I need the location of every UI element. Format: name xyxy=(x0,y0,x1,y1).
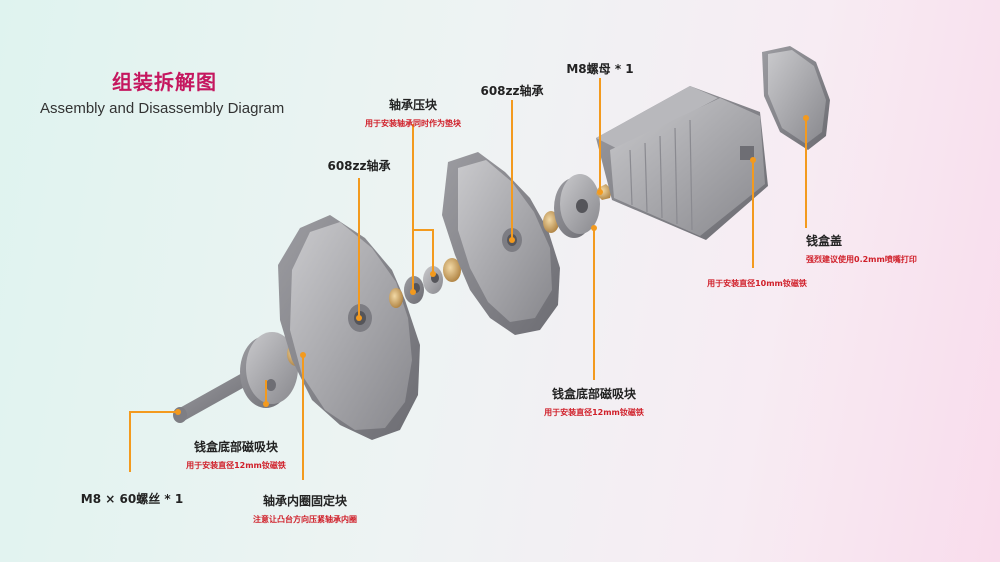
label-base-magnet-left-main: 钱盒底部磁吸块 xyxy=(193,440,278,454)
label-bearing-press-note: 用于安装轴承同时作为垫块 xyxy=(365,119,461,128)
label-nut: M8螺母 * 1 xyxy=(566,60,633,77)
label-bearing-left: 608zz轴承 xyxy=(327,157,390,174)
label-screw-main: M8 × 60螺丝 * 1 xyxy=(80,492,184,506)
label-screw: M8 × 60螺丝 * 1 xyxy=(81,490,183,507)
left-gear-wheel xyxy=(278,215,420,440)
money-box-lid xyxy=(762,46,830,150)
label-inner-ring-main: 轴承内圈固定块 xyxy=(262,494,347,508)
label-lid-magnet-note: 用于安装直径10mm钕磁铁 xyxy=(707,279,807,288)
label-base-magnet-left: 钱盒底部磁吸块 用于安装直径12mm钕磁铁 xyxy=(186,438,286,471)
diagram-subtitle: Assembly and Disassembly Diagram xyxy=(40,100,285,117)
label-base-magnet-left-note: 用于安装直径12mm钕磁铁 xyxy=(186,461,286,470)
label-base-magnet-right-main: 钱盒底部磁吸块 xyxy=(551,387,636,401)
base-magnet-right-part xyxy=(554,174,600,238)
label-bearing-right: 608zz轴承 xyxy=(480,82,543,99)
diagram-title: 组装拆解图 xyxy=(112,70,217,94)
label-base-magnet-right: 钱盒底部磁吸块 用于安装直径12mm钕磁铁 xyxy=(544,385,644,418)
base-magnet-left-part xyxy=(240,332,298,408)
leader-dots xyxy=(175,115,809,415)
bearing-press-part xyxy=(389,258,461,308)
label-lid-magnet: 用于安装直径10mm钕磁铁 xyxy=(707,273,807,289)
label-bearing-press-main: 轴承压块 xyxy=(388,98,437,112)
label-lid: 钱盒盖 强烈建议使用0.2mm喷嘴打印 xyxy=(806,232,917,265)
label-bearing-press: 轴承压块 用于安装轴承同时作为垫块 xyxy=(365,96,461,129)
label-nut-main: M8螺母 * 1 xyxy=(566,62,634,76)
label-inner-ring: 轴承内圈固定块 注意让凸台方向压紧轴承内圈 xyxy=(253,492,357,525)
right-gear-wheel xyxy=(442,152,560,335)
label-lid-main: 钱盒盖 xyxy=(806,234,843,248)
leader-lines xyxy=(129,78,807,480)
label-bearing-right-main: 608zz轴承 xyxy=(480,84,544,98)
label-base-magnet-right-note: 用于安装直径12mm钕磁铁 xyxy=(544,408,644,417)
money-box-body xyxy=(596,86,768,240)
label-lid-note: 强烈建议使用0.2mm喷嘴打印 xyxy=(806,255,917,264)
label-bearing-left-main: 608zz轴承 xyxy=(327,159,391,173)
label-inner-ring-note: 注意让凸台方向压紧轴承内圈 xyxy=(253,515,357,524)
